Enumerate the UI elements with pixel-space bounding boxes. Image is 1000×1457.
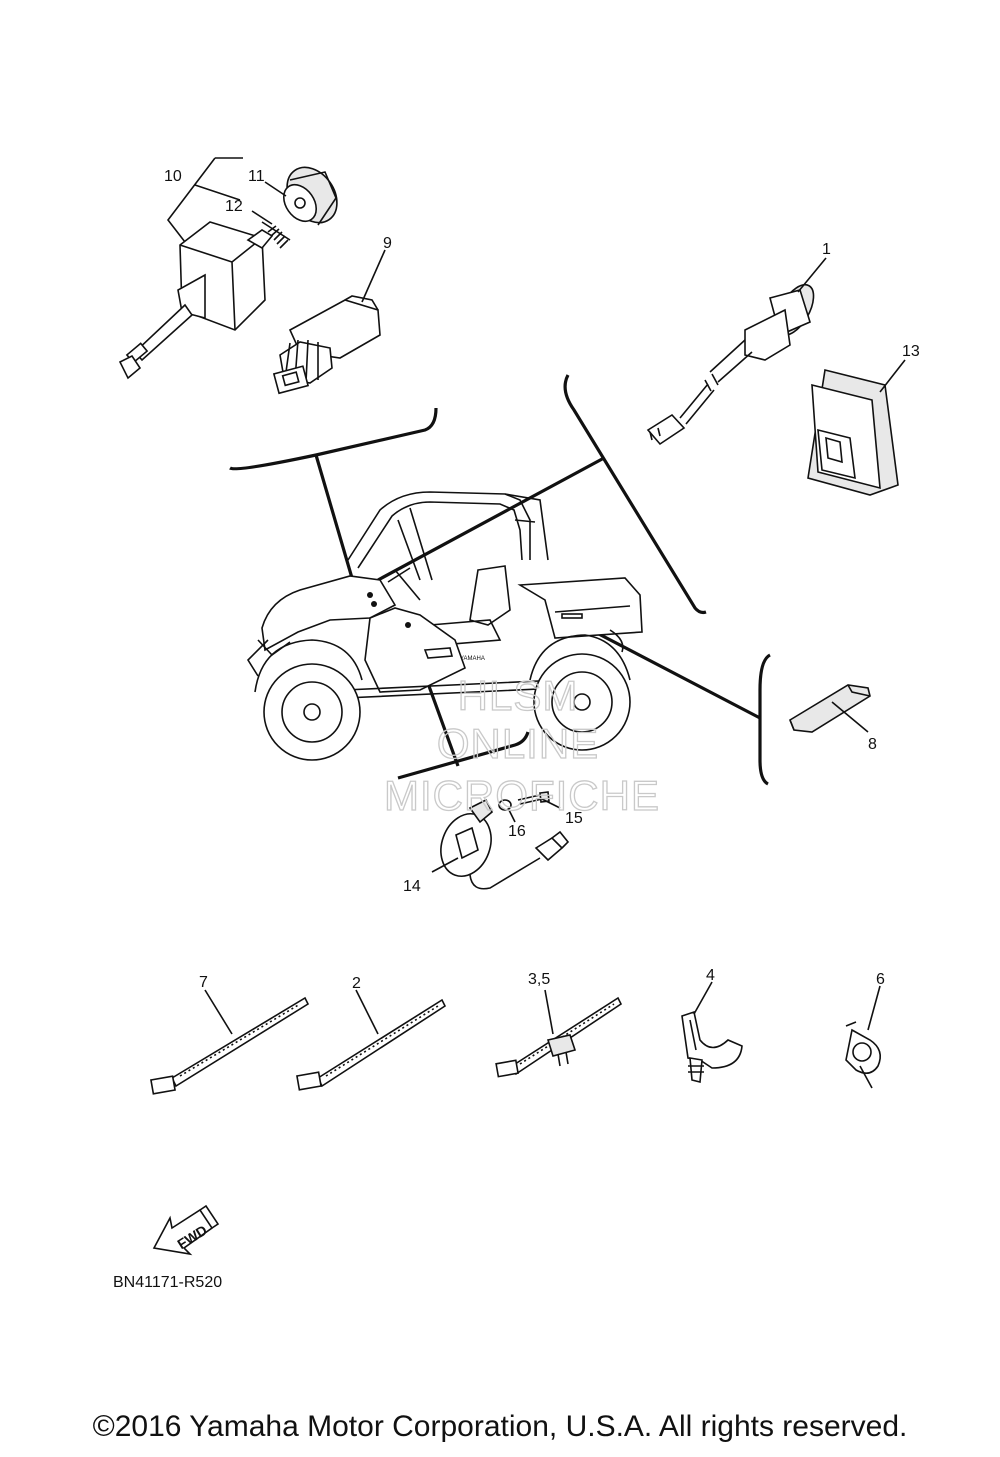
part-4-holder	[681, 981, 743, 1084]
leader-11	[264, 181, 287, 197]
fwd-arrow-icon: FWD	[152, 1204, 220, 1256]
part-11-knob	[282, 166, 338, 226]
vehicle-badge: YAMAHA	[460, 656, 485, 662]
part-6-clamp	[845, 985, 881, 1089]
callout-7: 7	[199, 974, 208, 991]
watermark-line-2: ONLINE	[437, 720, 599, 767]
copyright-notice: ©2016 Yamaha Motor Corporation, U.S.A. A…	[92, 1410, 908, 1443]
leader-12	[251, 210, 273, 225]
callout-13: 13	[902, 343, 920, 360]
callout-4: 4	[706, 967, 715, 984]
watermark-line-1: HLSM	[458, 672, 579, 719]
part-14-horn	[431, 798, 570, 890]
watermark-line-3: MICROFICHE	[384, 772, 660, 819]
callout-10: 10	[164, 168, 182, 185]
vehicle-utv: YAMAHA	[246, 491, 643, 761]
part-1-socket	[646, 257, 827, 446]
diagram-code: BN41171-R520	[113, 1274, 222, 1291]
callout-9: 9	[383, 235, 392, 252]
callout-12: 12	[225, 198, 243, 215]
part-2-cable-tie	[296, 989, 447, 1091]
callout-2: 2	[352, 975, 361, 992]
callout-6: 6	[876, 971, 885, 988]
callout-3-5: 3,5	[528, 971, 550, 988]
part-15-bolt	[517, 791, 561, 809]
callout-11: 11	[248, 168, 265, 185]
part-12-spring	[261, 221, 291, 249]
part-3-5-clip-tie	[495, 989, 623, 1078]
callout-16: 16	[508, 823, 526, 840]
part-10-switch-assembly	[118, 157, 274, 380]
watermark: HLSM ONLINE MICROFICHE	[383, 671, 660, 819]
part-7-cable-tie	[150, 989, 310, 1095]
callout-1: 1	[822, 241, 831, 258]
callout-15: 15	[565, 810, 583, 827]
part-16-washer	[498, 799, 516, 823]
callout-14: 14	[403, 878, 421, 895]
part-9-sensor	[272, 249, 386, 395]
part-8-pad	[789, 684, 871, 733]
callout-8: 8	[868, 736, 877, 753]
part-13-plug	[807, 359, 906, 496]
